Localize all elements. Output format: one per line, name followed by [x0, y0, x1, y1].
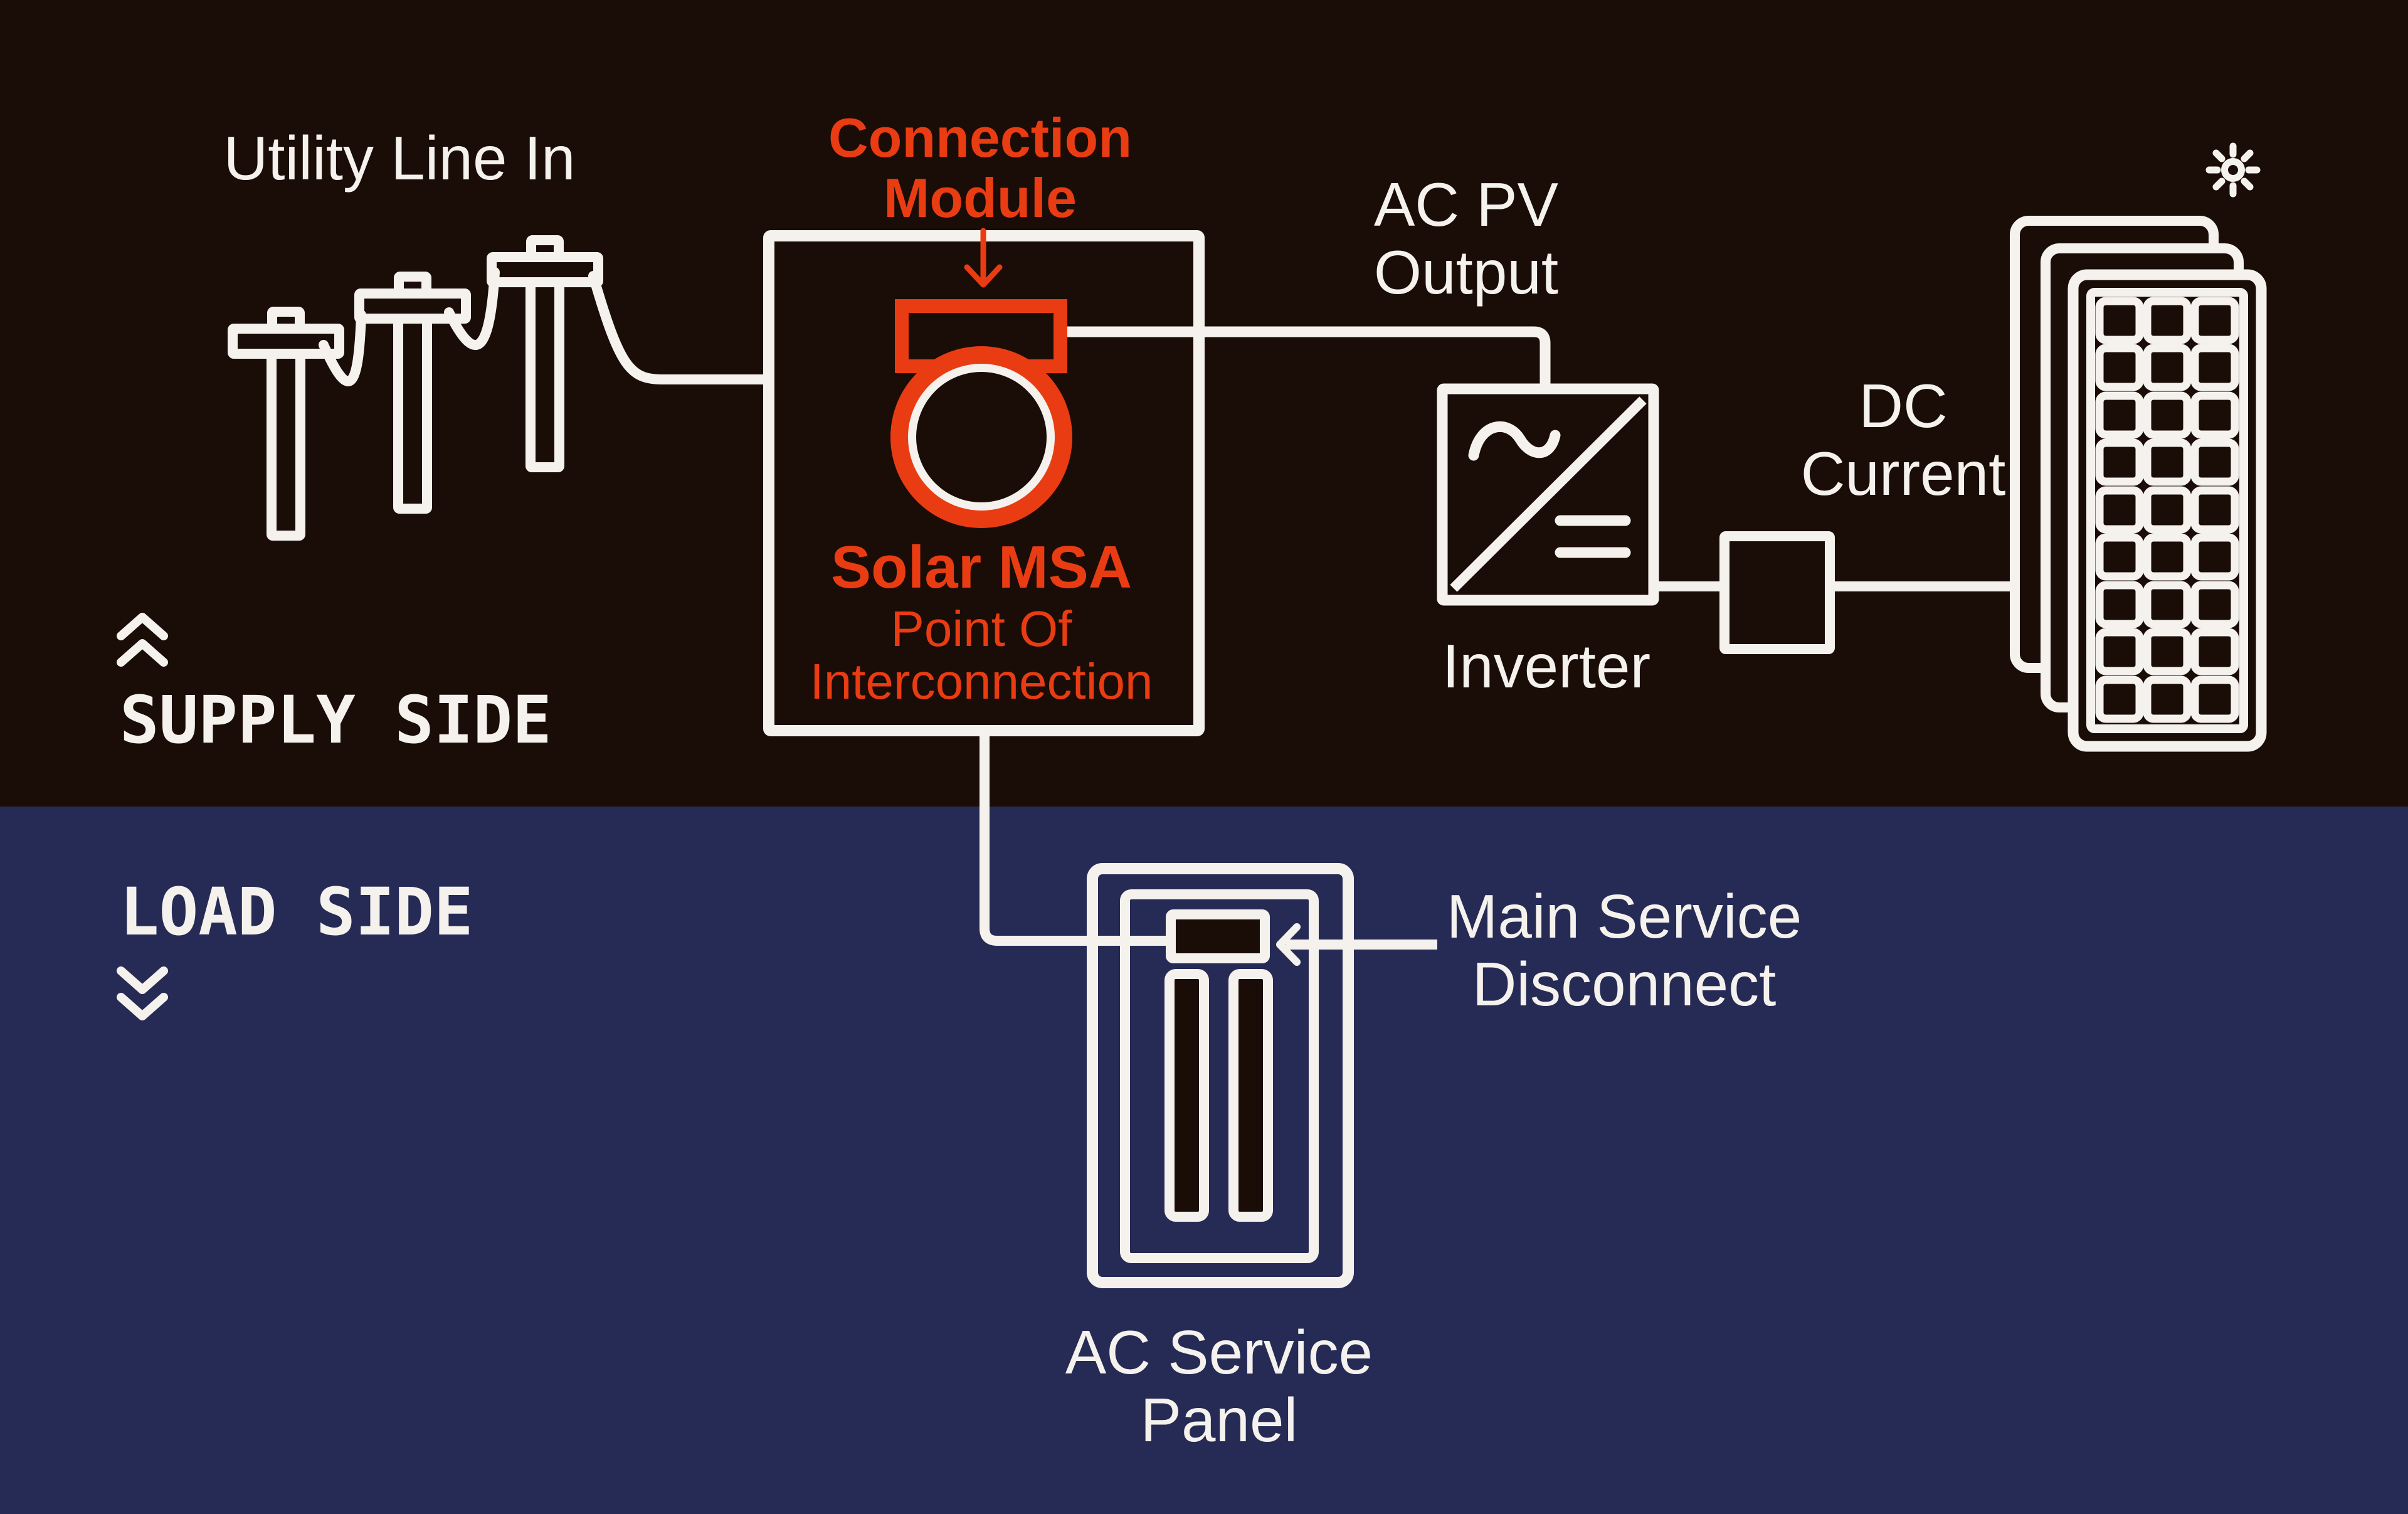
sun-icon: [2205, 142, 2261, 198]
solar-panel-array-icon: [2010, 216, 2267, 752]
dc-current-label: DC Current: [1800, 371, 2006, 508]
wire-msa-to-service-panel: [980, 731, 1174, 946]
wire-utility-to-msa: [588, 271, 774, 384]
connection-module-line1: Connection: [828, 107, 1132, 169]
ac-service-panel-icon: [1087, 863, 1354, 1288]
inverter-icon: [1437, 383, 1659, 606]
ac-pv-output-label: AC PV Output: [1373, 170, 1559, 307]
supply-side-label: SUPPLY SIDE: [120, 682, 552, 758]
arrow-left-icon: [1276, 923, 1437, 966]
utility-line-in-label: Utility Line In: [223, 124, 576, 193]
chevron-up-double-icon: [117, 613, 168, 667]
main-service-disconnect-label: Main Service Disconnect: [1446, 882, 1802, 1019]
inverter-label: Inverter: [1442, 632, 1651, 701]
dc-junction-box-icon: [1719, 531, 1835, 654]
connection-module-line2: Module: [884, 167, 1077, 229]
connection-module-label: Connection Module: [828, 108, 1132, 228]
ac-service-panel-label: AC Service Panel: [1065, 1318, 1373, 1454]
connection-module-icon: [890, 299, 1072, 528]
utility-poles-icon: [228, 235, 603, 541]
solar-msa-subtitle: Point Of Interconnection: [810, 601, 1153, 709]
chevron-down-double-icon: [117, 966, 168, 1020]
wire-ac-pv-output: [1066, 326, 1551, 390]
solar-cells: [2095, 297, 2239, 723]
solar-msa-title: Solar MSA: [830, 534, 1133, 601]
arrow-down-icon: [964, 228, 1003, 288]
load-side-label: LOAD SIDE: [120, 874, 473, 950]
main-disconnect-breaker: [1166, 909, 1270, 963]
